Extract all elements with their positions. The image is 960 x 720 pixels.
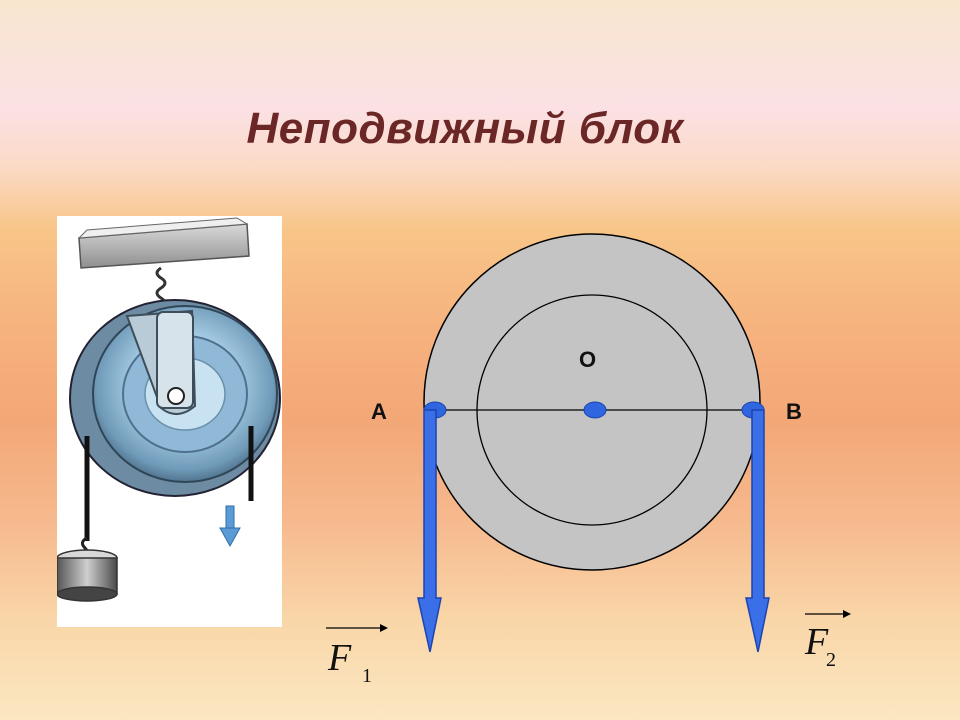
axle bbox=[167, 387, 185, 405]
force-symbol-f1: F bbox=[327, 637, 352, 679]
slide-title: Неподвижный блок bbox=[246, 104, 684, 153]
center-point-o bbox=[583, 401, 607, 419]
label-b: B bbox=[786, 399, 802, 424]
force-arrow-f2 bbox=[745, 409, 770, 653]
pulley-illustration-graphic bbox=[57, 217, 281, 602]
force-label-f1: F 1 bbox=[326, 624, 388, 687]
force-label-f2: F 2 bbox=[804, 610, 851, 671]
force-subscript-f2: 2 bbox=[826, 649, 836, 671]
label-a: A bbox=[371, 399, 387, 424]
label-o: O bbox=[579, 347, 596, 372]
force-subscript-f1: 1 bbox=[362, 665, 372, 687]
pulley-illustration bbox=[57, 216, 282, 627]
pull-direction-arrow-icon bbox=[219, 505, 241, 548]
force-arrow-f1 bbox=[417, 409, 442, 653]
force-symbol-f2: F bbox=[804, 621, 829, 663]
